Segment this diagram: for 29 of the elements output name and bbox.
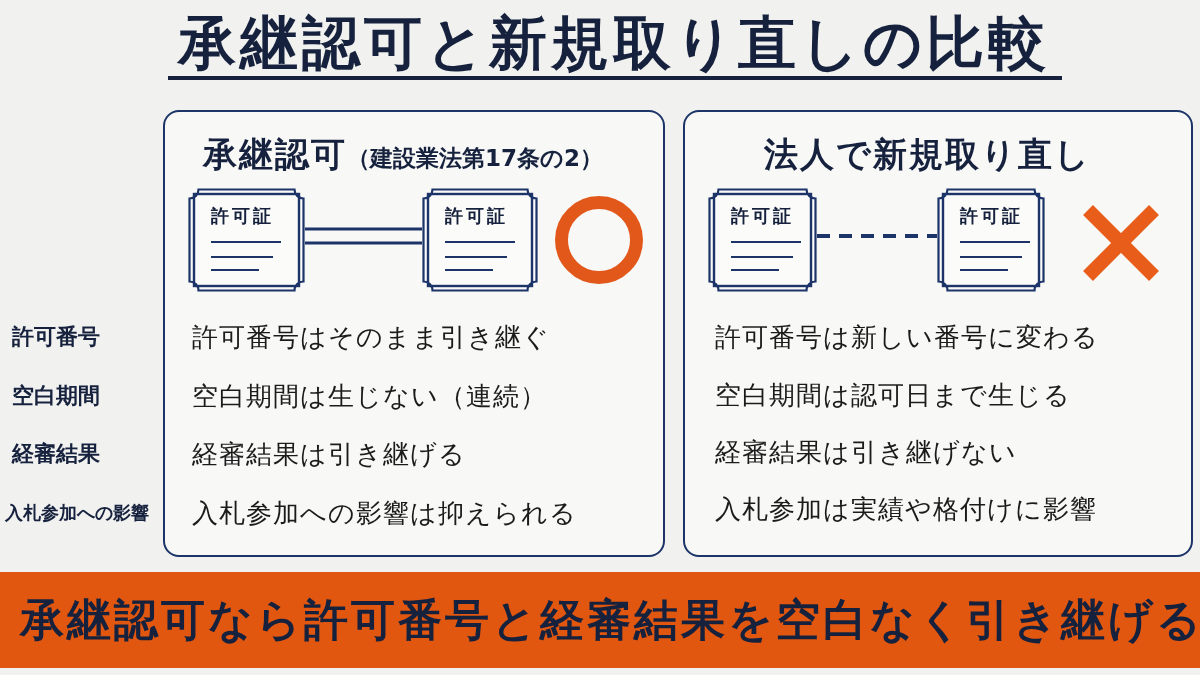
certificate-title: 許可証 xyxy=(445,204,508,228)
certificate-title: 許可証 xyxy=(731,204,794,228)
row-text: 空白期間は認可日まで生じる xyxy=(715,379,1071,412)
row-label: 経審結果 xyxy=(12,440,100,468)
comparison-panel xyxy=(683,110,1193,557)
row-label: 許可番号 xyxy=(12,323,100,351)
certificate-title: 許可証 xyxy=(211,204,274,228)
certificate-title: 許可証 xyxy=(960,204,1023,228)
row-text: 経審結果は引き継げない xyxy=(715,436,1017,469)
panel-heading: 承継認可 xyxy=(203,133,347,176)
row-label: 入札参加への影響 xyxy=(5,501,149,525)
certificate-box xyxy=(422,188,538,292)
certificate-box xyxy=(188,188,305,292)
summary-banner: 承継認可なら許可番号と経審結果を空白なく引き継げる xyxy=(0,572,1200,668)
row-text: 空白期間は生じない（連続） xyxy=(192,380,547,413)
panel-subheading: （建設業法第17条の2） xyxy=(347,144,603,173)
row-text: 入札参加は実績や格付けに影響 xyxy=(715,493,1097,526)
row-text: 入札参加への影響は抑えられる xyxy=(192,497,577,530)
row-text: 許可番号は新しい番号に変わる xyxy=(715,321,1099,354)
certificate-box xyxy=(937,188,1045,292)
title: 承継認可と新規取り直しの比較 xyxy=(178,10,1050,76)
panel-heading: 法人で新規取り直し xyxy=(763,133,1091,176)
row-label: 空白期間 xyxy=(12,382,100,410)
row-text: 経審結果は引き継げる xyxy=(192,438,466,471)
comparison-panel xyxy=(163,110,665,557)
dashed-connector xyxy=(817,234,937,238)
certificate-box xyxy=(708,188,817,292)
row-text: 許可番号はそのまま引き継ぐ xyxy=(192,321,550,354)
double-line-connector xyxy=(303,227,424,245)
